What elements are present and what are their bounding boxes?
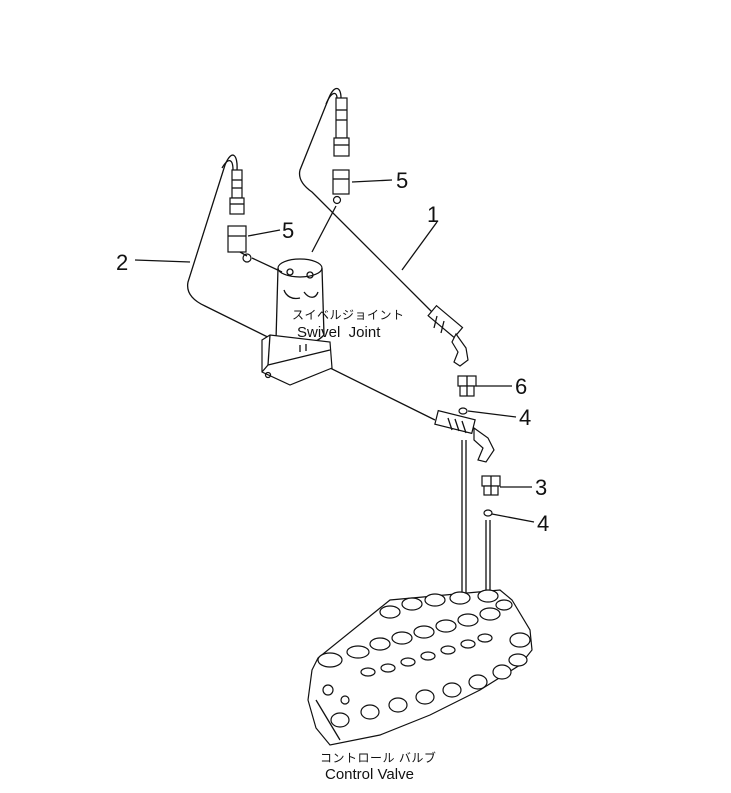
o-ring-4-upper bbox=[458, 407, 468, 415]
callout-6: 6 bbox=[515, 374, 527, 399]
elbow-fitting-5-left bbox=[227, 225, 252, 263]
swivel-joint bbox=[261, 258, 333, 386]
callout-5-right: 5 bbox=[396, 168, 408, 193]
assembly-center-lines bbox=[461, 440, 491, 600]
control-valve bbox=[307, 589, 533, 746]
control-valve-label-en: Control Valve bbox=[325, 766, 414, 783]
elbow-fitting-5-right bbox=[332, 169, 350, 205]
o-ring-4-lower bbox=[483, 509, 493, 517]
callout-2: 2 bbox=[116, 250, 128, 275]
hose-2 bbox=[186, 154, 495, 463]
swivel-joint-label-jp: スイベルジョイント bbox=[292, 308, 405, 322]
swivel-joint-label-en: Swivel Joint bbox=[297, 324, 381, 341]
callout-1: 1 bbox=[427, 202, 439, 227]
adapter-3 bbox=[481, 475, 501, 496]
hose-1 bbox=[298, 87, 469, 367]
leader-lines bbox=[134, 179, 535, 523]
callout-5-left: 5 bbox=[282, 218, 294, 243]
callout-4-lower: 4 bbox=[537, 511, 549, 536]
callout-4-upper: 4 bbox=[519, 405, 531, 430]
adapter-6 bbox=[457, 375, 477, 397]
callout-3: 3 bbox=[535, 475, 547, 500]
control-valve-label-jp: コントロール バルブ bbox=[320, 750, 436, 765]
